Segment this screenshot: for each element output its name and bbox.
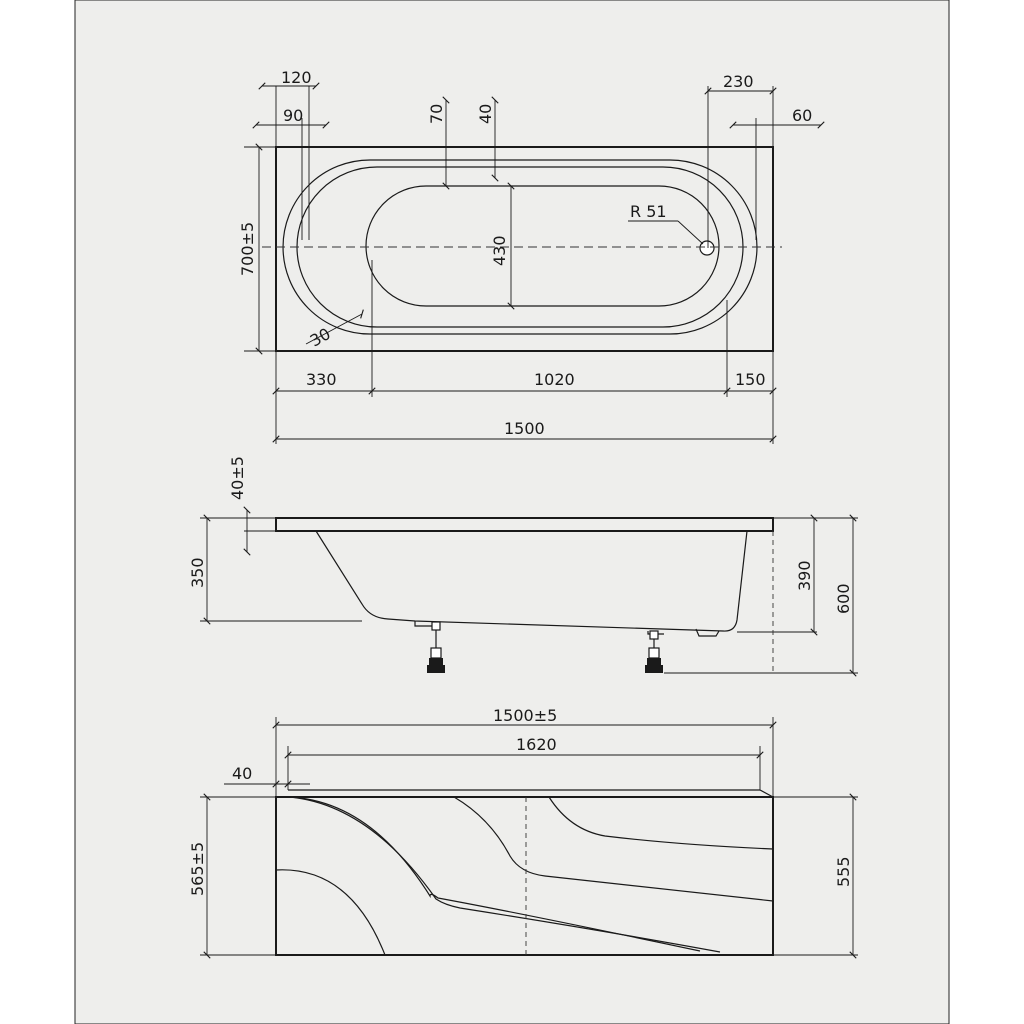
dim-390-label: 390 <box>795 560 814 591</box>
dim-1500-label: 1500 <box>504 419 545 438</box>
dim-700-label: 700±5 <box>238 222 257 276</box>
dim-40-panel-label: 40 <box>232 764 252 783</box>
dim-230-label: 230 <box>723 72 754 91</box>
dim-90-label: 90 <box>283 106 303 125</box>
dim-1020-label: 1020 <box>534 370 575 389</box>
left-leg <box>427 621 445 673</box>
drain-icon <box>699 240 715 256</box>
dim-60-label: 60 <box>792 106 812 125</box>
top-view: 120 90 70 40 230 60 700±5 430 R 51 30 33 <box>238 68 825 444</box>
dim-555-label: 555 <box>834 856 853 887</box>
dim-70-label: 70 <box>427 104 446 124</box>
tub-bottom <box>365 185 720 307</box>
dim-120-label: 120 <box>281 68 312 87</box>
dim-40-label: 40 <box>476 104 495 124</box>
drain-radius-label: R 51 <box>630 202 667 221</box>
dim-565-label: 565±5 <box>188 842 207 896</box>
panel-wave-2 <box>453 796 774 902</box>
rim-inner <box>296 166 744 328</box>
dim-1500-5-label: 1500±5 <box>493 706 557 725</box>
dim-330-label: 330 <box>306 370 337 389</box>
dim-150-label: 150 <box>735 370 766 389</box>
dim-1620-label: 1620 <box>516 735 557 754</box>
panel-outline <box>275 796 774 956</box>
side-view: 40±5 350 390 600 <box>188 456 858 677</box>
panel-wave-3 <box>548 796 774 850</box>
dim-40-5-label: 40±5 <box>228 456 247 500</box>
right-leg <box>645 630 663 673</box>
tub-outline <box>275 146 774 352</box>
drawing-frame <box>74 0 950 1024</box>
rim-outer <box>282 159 758 335</box>
dim-600-label: 600 <box>834 583 853 614</box>
front-panel: 1500±5 1620 40 565±5 555 <box>188 706 858 959</box>
panel-wave-4 <box>275 869 386 956</box>
dim-350-label: 350 <box>188 557 207 588</box>
rim-profile <box>275 517 774 532</box>
dim-430-label: 430 <box>490 235 509 266</box>
